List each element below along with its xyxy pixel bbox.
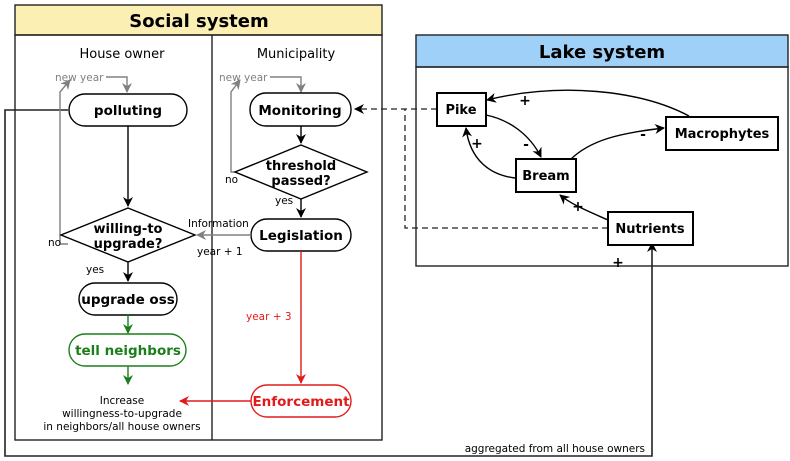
pike-node xyxy=(436,92,487,127)
monitoring-label: Monitoring xyxy=(258,103,341,119)
house-owner-column-title: House owner xyxy=(79,47,165,62)
pike-to-bream-sign: - xyxy=(523,137,529,153)
macrophytes-node xyxy=(665,116,779,151)
lake-food-web: Pike Bream Macrophytes Nutrients + + - -… xyxy=(436,89,779,271)
information-label: Information xyxy=(188,218,249,230)
tell-neighbors-label: tell neighbors xyxy=(75,343,181,359)
year-plus-1-label: year + 1 xyxy=(197,246,243,258)
threshold-label-line1: threshold xyxy=(266,159,336,174)
macrophytes-to-pike-sign: + xyxy=(519,93,531,109)
macrophytes-label: Macrophytes xyxy=(675,127,770,142)
aggregation-connector xyxy=(4,109,657,457)
threshold-yes-label: yes xyxy=(275,195,293,207)
increase-line2: willingness-to-upgrade xyxy=(62,408,182,420)
new-year-connector xyxy=(106,76,132,93)
nutrients-to-monitoring-dashed xyxy=(404,109,608,229)
lake-system-panel: Lake system xyxy=(415,34,789,267)
legislation-label: Legislation xyxy=(259,228,343,244)
house-owner-flow: new year polluting willing-to upgrade? n… xyxy=(43,72,200,433)
pike-to-bream-edge xyxy=(485,114,542,158)
pike-label: Pike xyxy=(445,103,476,118)
bream-to-pike-sign: + xyxy=(471,136,483,152)
bream-node xyxy=(515,158,577,193)
nutrients-to-bream-sign: + xyxy=(572,199,584,215)
social-system-title: Social system xyxy=(129,11,268,32)
no-label: no xyxy=(48,237,61,249)
lake-system-header xyxy=(415,34,789,68)
aggregated-label: aggregated from all house owners xyxy=(465,443,645,455)
nutrients-label: Nutrients xyxy=(615,222,685,237)
municipality-flow: new year Monitoring threshold passed? no… xyxy=(179,72,369,418)
municipality-new-year-label: new year xyxy=(219,72,268,84)
no-loop-connector xyxy=(59,79,71,245)
social-system-panel: Social system House owner Municipality xyxy=(14,4,383,441)
new-year-label: new year xyxy=(55,72,104,84)
macrophytes-to-pike-edge xyxy=(486,89,690,117)
yes-label: yes xyxy=(86,264,104,276)
lake-system-title: Lake system xyxy=(539,42,665,63)
aggregated-to-nutrients-sign: + xyxy=(612,255,624,271)
bream-label: Bream xyxy=(522,169,569,184)
municipality-new-year-connector xyxy=(270,76,306,93)
increase-line3: in neighbors/all house owners xyxy=(43,421,200,433)
decision-label-line2: upgrade? xyxy=(94,237,163,252)
threshold-no-loop-connector xyxy=(230,79,241,173)
threshold-no-label: no xyxy=(225,174,238,186)
bream-to-pike-edge xyxy=(462,127,516,179)
upgrade-oss-label: upgrade oss xyxy=(81,292,175,308)
threshold-label-line2: passed? xyxy=(271,174,330,189)
bream-to-macrophytes-sign: - xyxy=(640,127,646,143)
increase-line1: Increase xyxy=(100,395,144,407)
municipality-column-title: Municipality xyxy=(257,47,336,62)
decision-label-line1: willing-to xyxy=(94,222,163,237)
nutrients-to-bream-edge xyxy=(559,194,609,221)
year-plus-3-label: year + 3 xyxy=(246,311,292,323)
nutrients-node xyxy=(607,211,694,246)
enforcement-label: Enforcement xyxy=(252,394,350,410)
lake-system-body xyxy=(415,66,789,267)
polluting-label: polluting xyxy=(94,103,162,119)
bream-to-macrophytes-edge xyxy=(569,124,665,161)
social-system-body xyxy=(14,34,383,441)
